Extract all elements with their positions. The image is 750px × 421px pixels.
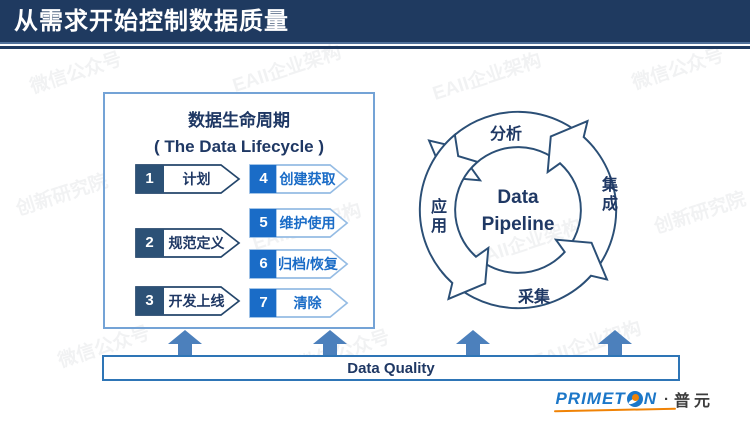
lifecycle-step-2: 2 规范定义 [135, 228, 241, 258]
arrow-tag-shape [135, 164, 241, 194]
step-number: 2 [145, 234, 154, 251]
cycle-label-application: 应用 [428, 198, 445, 236]
arrow-tag-shape [135, 228, 241, 258]
up-arrow-icon [168, 330, 202, 356]
step-number: 5 [259, 214, 268, 231]
step-label: 开发上线 [168, 293, 225, 309]
lifecycle-step-5: 5 维护使用 [249, 208, 349, 238]
step-label: 计划 [182, 171, 211, 187]
header-divider-line [0, 46, 750, 49]
step-number: 7 [259, 294, 268, 311]
lifecycle-step-6: 6 归档/恢复 [249, 249, 349, 279]
logo-company-name: 普元 [673, 393, 714, 410]
arrow-tag-shape [249, 208, 349, 238]
primeton-logo: PRIMET N · 普元 [555, 389, 714, 410]
lifecycle-title-cn: 数据生命周期 [188, 111, 290, 130]
data-lifecycle-panel: 数据生命周期 ( The Data Lifecycle ) 1 计划 2 规范定… [103, 92, 375, 329]
up-arrow-icon [313, 330, 347, 356]
header-accent-line [0, 42, 750, 44]
cycle-center-text: Data Pipeline [458, 184, 578, 238]
logo-separator: · [663, 390, 669, 408]
cycle-label-integration: 集成 [599, 176, 616, 214]
slide-header: 从需求开始控制数据质量 [0, 0, 750, 42]
step-label: 创建获取 [279, 171, 336, 187]
arrow-tag-shape [249, 249, 349, 279]
step-number: 3 [145, 292, 154, 309]
cycle-center-line1: Data [497, 187, 539, 208]
logo-o-icon [626, 391, 643, 407]
arrow-tag-shape [249, 288, 349, 318]
step-label: 规范定义 [168, 235, 225, 251]
lifecycle-step-1: 1 计划 [135, 164, 241, 194]
slide-title: 从需求开始控制数据质量 [14, 8, 289, 35]
lifecycle-step-4: 4 创建获取 [249, 164, 349, 194]
watermark-text: 微信公众号 [27, 48, 125, 99]
up-arrow-icon [456, 330, 490, 356]
step-number: 4 [259, 170, 268, 187]
lifecycle-step-7: 7 清除 [249, 288, 349, 318]
step-label: 维护使用 [279, 215, 336, 231]
arrow-tag-shape [135, 286, 241, 316]
step-label: 归档/恢复 [278, 256, 338, 272]
watermark-text: 创新研究院 [651, 188, 749, 239]
watermark-text: EAII企业架构 [430, 49, 545, 105]
lifecycle-step-3: 3 开发上线 [135, 286, 241, 316]
cycle-label-collection: 采集 [518, 289, 551, 306]
logo-brand-left: PRIMET [555, 389, 626, 408]
cycle-center-line2: Pipeline [481, 214, 555, 235]
step-number: 6 [259, 255, 268, 272]
lifecycle-title-en: ( The Data Lifecycle ) [153, 137, 325, 156]
arrow-tag-shape [249, 164, 349, 194]
data-quality-bar: Data Quality [102, 355, 680, 381]
step-number: 1 [145, 170, 154, 187]
up-arrow-icon [598, 330, 632, 356]
logo-brand-right: N [643, 389, 657, 408]
cycle-label-analysis: 分析 [490, 126, 523, 143]
watermark-text: 创新研究院 [13, 170, 111, 221]
step-label: 清除 [293, 295, 322, 311]
